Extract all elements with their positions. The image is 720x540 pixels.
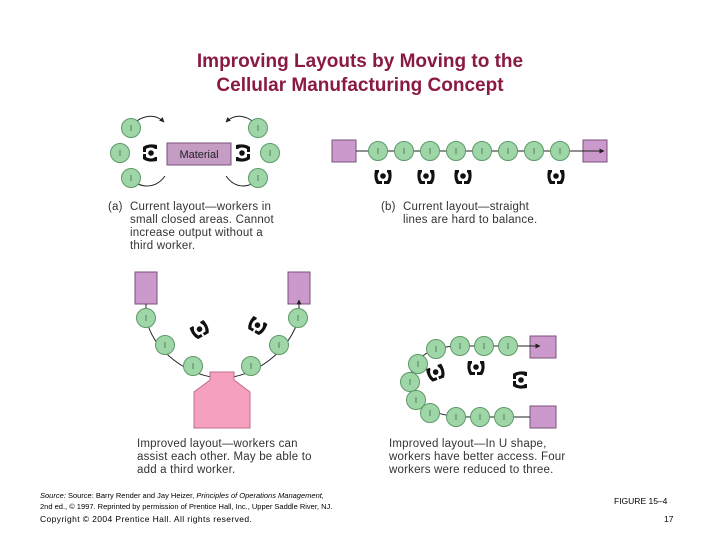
caption-b-line-2: lines are hard to balance.: [403, 214, 538, 226]
panel-b-diagram: [331, 139, 608, 184]
caption-a-label: (a): [108, 201, 123, 213]
worker-c-2: [246, 315, 268, 337]
worker-b-3: [454, 170, 472, 184]
worker-b-4: [547, 170, 565, 184]
machine-a-3: [121, 168, 141, 188]
caption-d: Improved layout—In U shape, workers have…: [389, 438, 565, 477]
caption-c-line-1: Improved layout—workers can: [137, 438, 298, 450]
machine-d-6: [400, 372, 420, 392]
caption-a-line-2: small closed areas. Cannot: [130, 214, 274, 226]
material-block: [166, 142, 232, 166]
station-c-right: [287, 271, 311, 305]
machine-d-4: [498, 336, 518, 356]
source-book-title: Principles of Operations Management,: [196, 491, 324, 500]
station-c-left: [134, 271, 158, 305]
worker-a-2: [236, 144, 250, 162]
copyright: Copyright © 2004 Prentice Hall. All righ…: [40, 514, 253, 524]
figure-number: FIGURE 15–4: [614, 496, 668, 506]
station-d-bottom: [529, 405, 557, 429]
source-prefix: Source:: [40, 491, 66, 500]
source-text: Source: Barry Render and Jay Heizer,: [65, 491, 197, 500]
worker-d-3: [513, 371, 527, 389]
machine-d-1: [426, 339, 446, 359]
slide-title: Improving Layouts by Moving to the Cellu…: [0, 50, 720, 98]
page-number: 17: [664, 514, 674, 524]
caption-a: (a) Current layout—workers in small close…: [108, 201, 274, 253]
caption-a-line-3: increase output without a: [130, 227, 263, 239]
worker-b-2: [417, 170, 435, 184]
machine-b-5: [472, 141, 492, 161]
machine-b-7: [524, 141, 544, 161]
machine-b-6: [498, 141, 518, 161]
machine-a-2: [110, 143, 130, 163]
worker-c-1: [189, 319, 211, 341]
machine-d-3: [474, 336, 494, 356]
caption-b-line-1: Current layout—straight: [403, 201, 530, 213]
caption-c: Improved layout—workers can assist each …: [137, 438, 312, 477]
caption-c-line-3: add a third worker.: [137, 464, 236, 476]
source-line-2: 2nd ed., © 1997. Reprinted by permission…: [40, 502, 333, 511]
machine-d-9: [446, 407, 466, 427]
machine-d-10: [470, 407, 490, 427]
caption-a-line-4: third worker.: [130, 240, 196, 252]
caption-d-line-1: Improved layout—In U shape,: [389, 438, 547, 450]
machine-b-3: [420, 141, 440, 161]
machine-c-1: [136, 308, 156, 328]
material-label: Material: [179, 149, 218, 161]
machine-d-2: [450, 336, 470, 356]
machine-c-6: [288, 308, 308, 328]
machine-c-4: [241, 356, 261, 376]
machine-c-2: [155, 335, 175, 355]
caption-c-line-2: assist each other. May be able to: [137, 451, 312, 463]
caption-b-label: (b): [381, 201, 396, 213]
caption-d-line-3: workers were reduced to three.: [389, 464, 554, 476]
worker-b-1: [374, 170, 392, 184]
machine-a-4: [248, 118, 268, 138]
machine-d-11: [494, 407, 514, 427]
caption-a-line-1: Current layout—workers in: [130, 201, 272, 213]
machine-a-6: [248, 168, 268, 188]
worker-a-1: [143, 144, 157, 162]
station-b-left: [331, 139, 357, 163]
worker-d-2: [467, 361, 485, 375]
machine-d-5: [408, 354, 428, 374]
machine-b-4: [446, 141, 466, 161]
machine-b-1: [368, 141, 388, 161]
machine-a-1: [121, 118, 141, 138]
machine-a-5: [260, 143, 280, 163]
machine-c-5: [269, 335, 289, 355]
panel-a-diagram: Material: [110, 115, 280, 188]
machine-b-8: [550, 141, 570, 161]
caption-b: (b) Current layout—straight lines are har…: [381, 201, 537, 227]
machine-c-3: [183, 356, 203, 376]
caption-d-line-2: workers have better access. Four: [389, 451, 566, 463]
station-d-top: [529, 335, 557, 359]
source-citation: Source: Source: Barry Render and Jay Hei…: [40, 490, 332, 512]
panel-d-diagram: [400, 335, 557, 429]
panel-c-diagram: [134, 271, 311, 429]
worker-d-1: [425, 363, 447, 383]
work-block: [193, 371, 251, 429]
title-line-1: Improving Layouts by Moving to the: [196, 51, 524, 72]
title-line-2: Cellular Manufacturing Concept: [216, 75, 504, 96]
machine-b-2: [394, 141, 414, 161]
machine-d-8: [420, 403, 440, 423]
